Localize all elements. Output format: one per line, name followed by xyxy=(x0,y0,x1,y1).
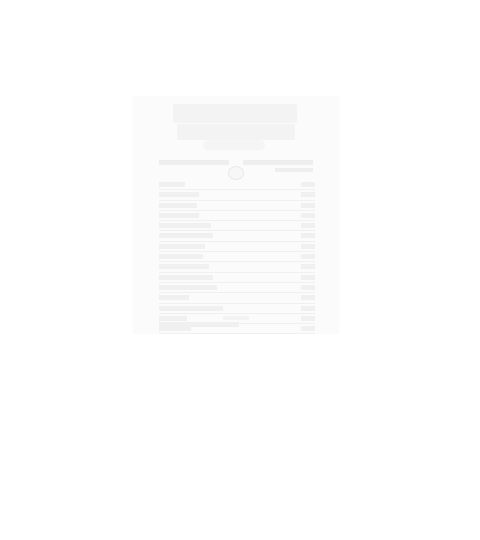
row-value xyxy=(301,243,315,249)
print-subheadline xyxy=(177,124,295,140)
table-row xyxy=(159,273,315,283)
row-label xyxy=(159,243,205,249)
table-row xyxy=(159,211,315,222)
row-value xyxy=(301,305,315,311)
row-label xyxy=(159,182,185,187)
emblem-icon xyxy=(228,166,244,180)
row-label xyxy=(159,295,189,301)
row-value xyxy=(301,202,315,208)
footer-text xyxy=(159,322,239,327)
row-value xyxy=(301,264,315,270)
row-label xyxy=(159,223,211,229)
row-value xyxy=(301,315,315,321)
row-label xyxy=(159,315,187,321)
row-value xyxy=(301,295,315,301)
row-value xyxy=(301,326,315,332)
print-script-text xyxy=(203,140,265,150)
row-label xyxy=(159,212,199,218)
row-value xyxy=(301,223,315,229)
row-value xyxy=(301,212,315,218)
table-row xyxy=(159,293,315,304)
row-label xyxy=(159,202,197,208)
row-value xyxy=(301,254,315,260)
row-label xyxy=(159,254,203,260)
table-header xyxy=(159,158,313,172)
row-label xyxy=(159,326,191,332)
table-row xyxy=(159,252,315,263)
footer-mark xyxy=(223,316,249,320)
row-label xyxy=(159,264,209,270)
row-value xyxy=(301,182,315,187)
row-label xyxy=(159,274,213,280)
print-headline xyxy=(173,104,297,123)
row-label xyxy=(159,284,217,290)
row-label xyxy=(159,233,213,239)
facts-table xyxy=(159,180,315,335)
table-row xyxy=(159,283,315,294)
faded-shirt-print xyxy=(133,96,339,335)
row-label xyxy=(159,305,223,311)
row-value xyxy=(301,274,315,280)
table-header-right-sub xyxy=(275,168,313,172)
row-value xyxy=(301,192,315,198)
table-row xyxy=(159,262,315,273)
table-row xyxy=(159,201,315,211)
row-value xyxy=(301,284,315,290)
table-row xyxy=(159,242,315,253)
table-row xyxy=(159,190,315,201)
table-row xyxy=(159,304,315,314)
table-row xyxy=(159,180,315,191)
table-row xyxy=(159,221,315,232)
row-value xyxy=(301,233,315,239)
table-row xyxy=(159,324,315,335)
table-row xyxy=(159,231,315,242)
table-header-left xyxy=(159,160,229,165)
row-label xyxy=(159,192,199,198)
table-header-right xyxy=(243,160,313,165)
